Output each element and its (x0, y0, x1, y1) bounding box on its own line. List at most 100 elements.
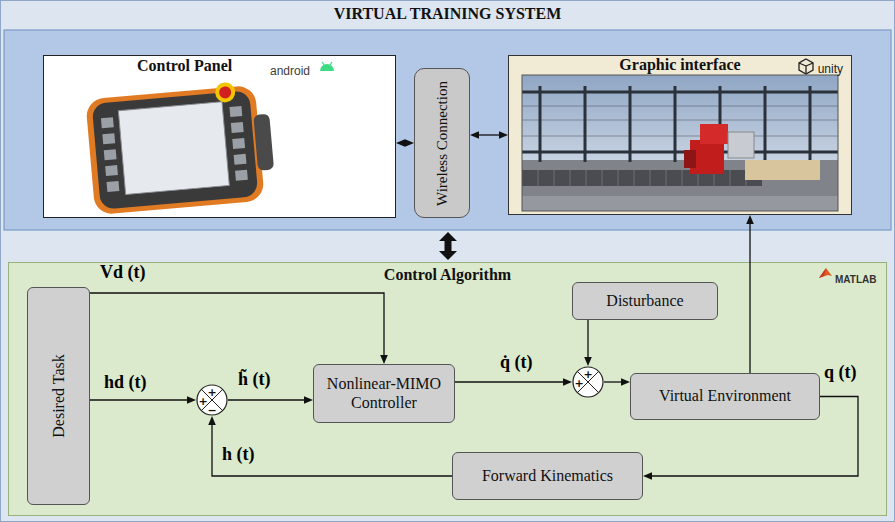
text-holder: + (573, 375, 585, 389)
connector (208, 416, 452, 476)
fence-mesh-part (522, 106, 838, 107)
connector-line (90, 293, 384, 355)
fence (522, 86, 838, 162)
conveyor-rollers-part (618, 170, 619, 186)
graphic-interface-box: Graphic interface unity (508, 55, 852, 215)
conveyor (522, 170, 762, 186)
connector (396, 139, 414, 147)
matlab-logo-part (819, 268, 826, 278)
connector-line (90, 399, 187, 400)
fence-part (522, 151, 838, 154)
conveyor-rollers (538, 170, 746, 186)
android-logo-part (330, 62, 332, 65)
connector (604, 378, 630, 386)
box-label: Disturbance (606, 292, 683, 310)
wireless-box: Wireless Connection (414, 68, 470, 218)
conveyor-rollers-part (650, 170, 651, 186)
text-holder: MATLAB (835, 269, 876, 287)
connector-line (652, 397, 858, 477)
summing-junction: ++− (196, 384, 228, 416)
arrow-head (499, 131, 508, 139)
box-label: Wireless Connection (434, 81, 451, 206)
process-box: Desired Task (27, 287, 90, 505)
pendant-buttons-part (104, 149, 117, 160)
text-holder: VIRTUAL TRAINING SYSTEM (1, 5, 894, 23)
conveyor-rollers-part (682, 170, 683, 186)
fence-part (809, 86, 812, 162)
text-holder: android (270, 61, 310, 79)
robot-joint (684, 150, 696, 168)
robot-arm (700, 124, 728, 144)
sign: + (207, 386, 216, 399)
text-holder: Virtual Environment (631, 374, 819, 419)
3d-scene (522, 75, 838, 211)
sign: + (198, 395, 207, 408)
fence-part (629, 86, 632, 162)
scene-frame (522, 75, 838, 211)
box-label: Virtual Environment (659, 387, 791, 405)
fence-part (522, 91, 838, 94)
connector-line (212, 425, 452, 476)
arrow-head (621, 378, 630, 386)
pendant-buttons-part (234, 154, 247, 165)
text-holder: Disturbance (573, 283, 717, 319)
arrow-head (304, 396, 313, 404)
logo-text: unity (818, 62, 843, 76)
conveyor-rollers-part (602, 170, 603, 186)
arrow-head (208, 416, 216, 425)
scene-box (728, 132, 754, 158)
pendant-buttons-part (231, 122, 244, 133)
robot-base (690, 140, 724, 174)
scene-floor-front (522, 196, 838, 211)
arrow-head (563, 378, 572, 386)
label-holder: hd (t) (104, 372, 147, 393)
conveyor-rollers-part (698, 170, 699, 186)
fence-mesh-part (522, 120, 838, 121)
connector-line (587, 320, 588, 357)
panel-title: Control Panel (137, 57, 232, 74)
label-holder: h̃ (t) (238, 369, 271, 390)
signal-label: hd (t) (104, 372, 147, 392)
process-box: Virtual Environment (630, 373, 820, 420)
arrow-head (405, 139, 414, 147)
double-arrow (439, 232, 457, 260)
conveyor-rollers-part (634, 170, 635, 186)
process-box: Disturbance (572, 282, 718, 320)
panel-title: Graphic interface (619, 56, 740, 73)
fence-mesh (522, 106, 838, 136)
label-holder: q̇ (t) (500, 352, 533, 373)
logo-text: MATLAB (835, 274, 876, 285)
signal-label: h̃ (t) (238, 369, 271, 389)
connector-line (228, 399, 304, 400)
signal-label: q̇ (t) (500, 352, 533, 372)
connector-line (604, 381, 621, 382)
conveyor-rollers-part (554, 170, 555, 186)
scene-pallet (745, 160, 820, 180)
text-holder: + (582, 366, 594, 380)
text-holder: + (197, 393, 209, 407)
text-holder: unity (818, 59, 843, 77)
scene-sky (522, 75, 838, 211)
top-panel (4, 30, 891, 230)
sign: − (207, 404, 216, 417)
conveyor-rollers-part (714, 170, 715, 186)
unity-logo-part (799, 59, 813, 74)
summing-junction: ++ (572, 366, 604, 398)
emergency-stop-base (214, 82, 236, 104)
android-logo (320, 62, 334, 71)
pendant-buttons-part (229, 106, 242, 117)
connector (228, 396, 313, 404)
sign: + (583, 368, 592, 381)
sign: + (574, 377, 583, 390)
arrow-head (380, 355, 388, 364)
connector (90, 396, 196, 404)
fence-mesh-part (522, 136, 838, 137)
pendant-buttons-part (232, 138, 245, 149)
pendant-buttons-part (101, 117, 114, 128)
signal-label: Vd (t) (100, 262, 146, 282)
pendant-buttons-part (235, 170, 248, 181)
connector (584, 320, 592, 366)
